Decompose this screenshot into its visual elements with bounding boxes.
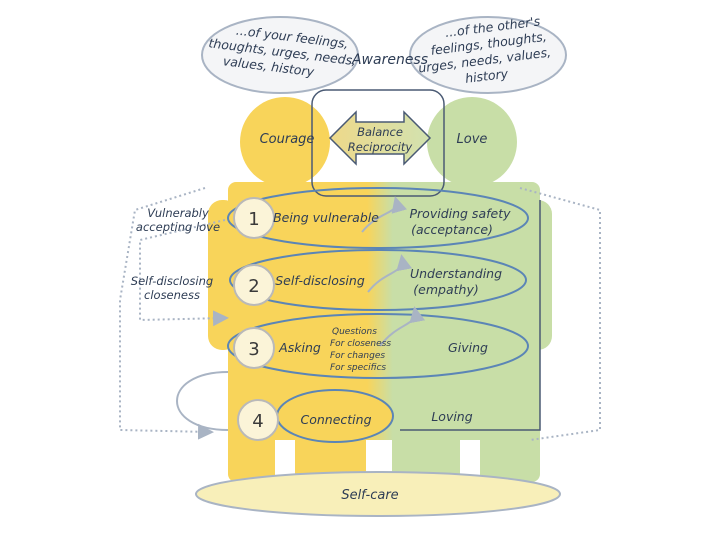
step-3-left-label: Asking [278, 340, 321, 355]
step-1-circle [233, 197, 275, 239]
step-3-middle-line-2: For closeness [330, 339, 391, 349]
step-3-middle-line-4: For specifics [330, 363, 386, 373]
step-1-left-label: Being vulnerable [273, 210, 379, 225]
awareness-self-bubble [201, 16, 359, 94]
center-frame [311, 89, 445, 197]
step-3-right-label: Giving [448, 340, 488, 355]
step-2-left-label: Self-disclosing [275, 273, 365, 288]
swirl-arrow-1 [361, 196, 407, 233]
swirl-arrow-2 [367, 254, 413, 293]
balance-line-1: Balance [357, 125, 403, 139]
step-4-left-label: Connecting [300, 412, 371, 427]
row-1-ellipse [227, 187, 529, 249]
side-label-2-line-1: Self-disclosing [131, 274, 213, 288]
step-2-circle [233, 264, 275, 306]
step-2-number: 2 [248, 276, 259, 297]
step-4-number: 4 [252, 411, 263, 432]
swirl-arrow-3 [379, 306, 426, 347]
step-1-right-line-1: Providing safety [410, 206, 512, 221]
step-1-number: 1 [248, 209, 259, 230]
step-3-number: 3 [248, 339, 259, 360]
side-label-1-line-1: Vulnerably [147, 206, 209, 220]
self-care-base [195, 471, 561, 517]
step-3-circle [233, 327, 275, 369]
step-2-right-line-2: (empathy) [413, 282, 478, 297]
step-2-right-line-1: Understanding [410, 266, 502, 281]
right-loop-arrow [519, 187, 601, 441]
balance-arrow [328, 110, 432, 166]
row-2-ellipse [229, 249, 527, 311]
awareness-other-line-4: history [464, 66, 509, 86]
side-label-1-line-2: accepting love [136, 220, 220, 234]
step-1-right-line-2: (acceptance) [411, 222, 493, 237]
love-label: Love [457, 132, 488, 147]
courage-label: Courage [260, 132, 315, 147]
side-label-2-line-2: closeness [144, 288, 200, 302]
balance-line-2: Reciprocity [348, 140, 413, 154]
step-4-circle [237, 399, 279, 441]
step-4-right-label: Loving [431, 409, 472, 424]
row-3-ellipse [227, 313, 529, 379]
left-solid-curve [176, 371, 229, 431]
self-care-label: Self-care [341, 488, 398, 503]
step-3-middle-line-3: For changes [330, 351, 385, 361]
awareness-other-bubble [409, 16, 567, 94]
awareness-label: Awareness [351, 52, 428, 68]
right-solid-curve [400, 200, 541, 431]
step-3-middle-line-1: Questions [332, 327, 377, 337]
